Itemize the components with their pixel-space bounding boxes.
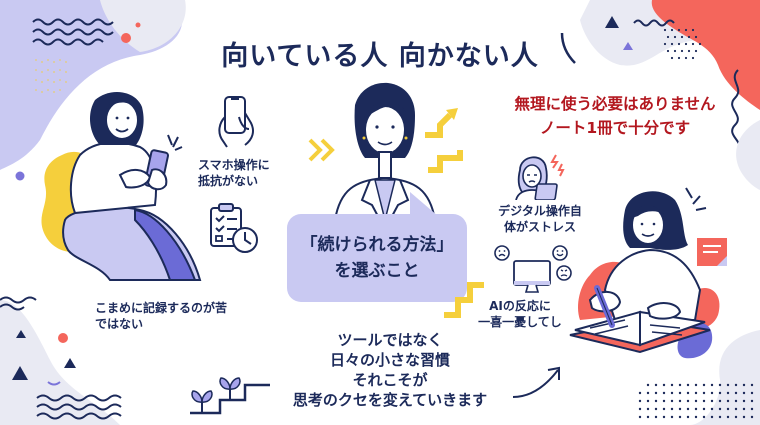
curved-arrow-icon: [512, 366, 560, 398]
recording-ok-label: こまめに記録するのが苦 ではない: [95, 301, 228, 331]
digital-stress-label: デジタル操作自 体がストレス: [498, 204, 582, 234]
ai-reaction-label: AIの反応に 一喜一憂してし: [478, 299, 562, 329]
checklist-clock-icon: [210, 203, 258, 253]
no-need-note: 無理に使う必要はありません ノート1冊で十分です: [514, 95, 716, 137]
smartphone-ok-label: スマホ操作に 抵抗がない: [198, 158, 270, 188]
hand-smartphone-icon: [218, 96, 254, 148]
center-woman-illustration: [308, 82, 463, 220]
habit-message: ツールではなく 日々の小さな習慣 それこそが 思考のクセを変えていきます: [292, 331, 488, 409]
yellow-steps-decoration: [444, 282, 484, 318]
stressed-woman-icon: [515, 154, 565, 200]
woman-with-smartphone-illustration: [62, 91, 202, 281]
sprout-steps-icon: [190, 377, 270, 415]
speech-bubble: [287, 214, 467, 302]
page-title: 向いている人 向かない人: [221, 41, 539, 72]
speech-bubble-tail: [410, 192, 438, 216]
speech-bubble-text: 「続けられる方法」 を選ぶこと: [300, 235, 454, 281]
woman-writing-notebook-illustration: [569, 187, 727, 359]
monitor-emotions-icon: [494, 245, 572, 293]
